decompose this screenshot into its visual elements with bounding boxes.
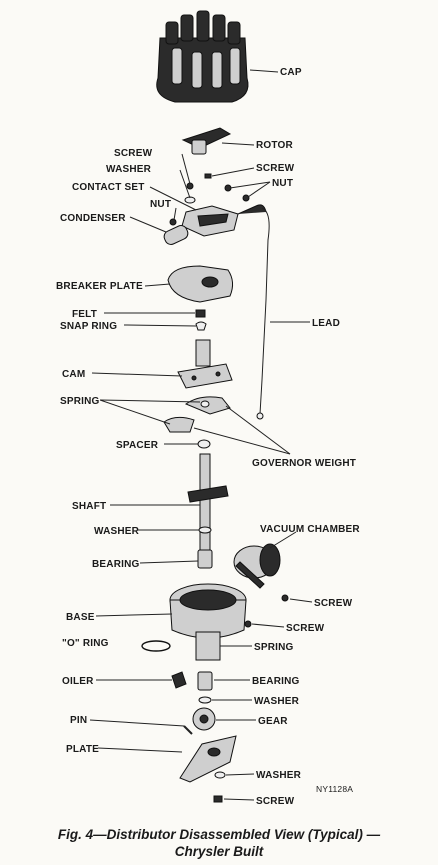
part-small-hardware-top [184,173,250,204]
part-plate [179,735,237,783]
label-spring-top: SPRING [60,396,100,407]
label-condenser: CONDENSER [60,213,126,224]
label-washer-bottom: WASHER [256,770,302,781]
part-cam [177,339,233,389]
label-cap: CAP [280,67,302,78]
label-gear: GEAR [258,716,288,727]
label-nut-left: NUT [150,199,171,210]
part-gear [192,707,216,731]
label-governor-weight: GOVERNOR WEIGHT [252,458,356,469]
part-oiler-bearing [171,671,213,704]
label-felt: FELT [72,309,97,320]
part-shaft [187,453,229,559]
part-rotor [181,127,232,155]
label-washer-mid: WASHER [94,526,140,537]
figure-caption: Fig. 4—Distributor Disassembled View (Ty… [0,826,438,860]
part-spacer [197,439,211,449]
label-vacuum-chamber: VACUUM CHAMBER [260,524,360,535]
label-snap-ring: SNAP RING [60,321,117,332]
part-cap [156,10,249,103]
label-spring-base: SPRING [254,642,294,653]
part-felt-snap [195,309,207,331]
label-oiler: OILER [62,676,94,687]
label-screw-vac: SCREW [314,598,353,609]
label-plate: PLATE [66,744,99,755]
part-breaker-plate [167,265,234,303]
part-bearing-top [197,549,213,569]
reference-code: NY1128A [316,784,353,794]
label-screw-base: SCREW [286,623,325,634]
leader-lines [89,69,313,801]
label-bearing-bottom: BEARING [252,676,300,687]
label-washer-top: WASHER [106,164,152,175]
label-bearing-top: BEARING [92,559,140,570]
label-spacer: SPACER [116,440,159,451]
part-base [169,583,252,661]
label-screw-left: SCREW [114,148,153,159]
label-screw-bottom: SCREW [256,796,295,807]
part-pin [183,725,193,735]
label-cam: CAM [62,369,85,380]
label-o-ring: "O" RING [62,638,109,649]
label-rotor: ROTOR [256,140,294,151]
caption-line-1: Fig. 4—Distributor Disassembled View (Ty… [57,827,381,842]
label-breaker-plate: BREAKER PLATE [56,281,143,292]
label-nut-right: NUT [272,178,293,189]
part-vacuum-chamber [233,543,289,602]
label-washer-lower: WASHER [254,696,300,707]
label-screw-right: SCREW [256,163,295,174]
part-bottom-hardware [213,771,226,803]
label-shaft: SHAFT [72,501,106,512]
part-condenser [163,218,189,245]
caption-line-2: Chrysler Built [174,844,264,859]
part-contact-set [181,204,267,237]
label-contact-set: CONTACT SET [72,182,145,193]
part-o-ring [141,640,171,652]
lead-wire [259,207,270,415]
label-lead: LEAD [312,318,340,329]
part-governor-weights [163,396,231,433]
label-pin: PIN [70,715,87,726]
label-base: BASE [66,612,95,623]
